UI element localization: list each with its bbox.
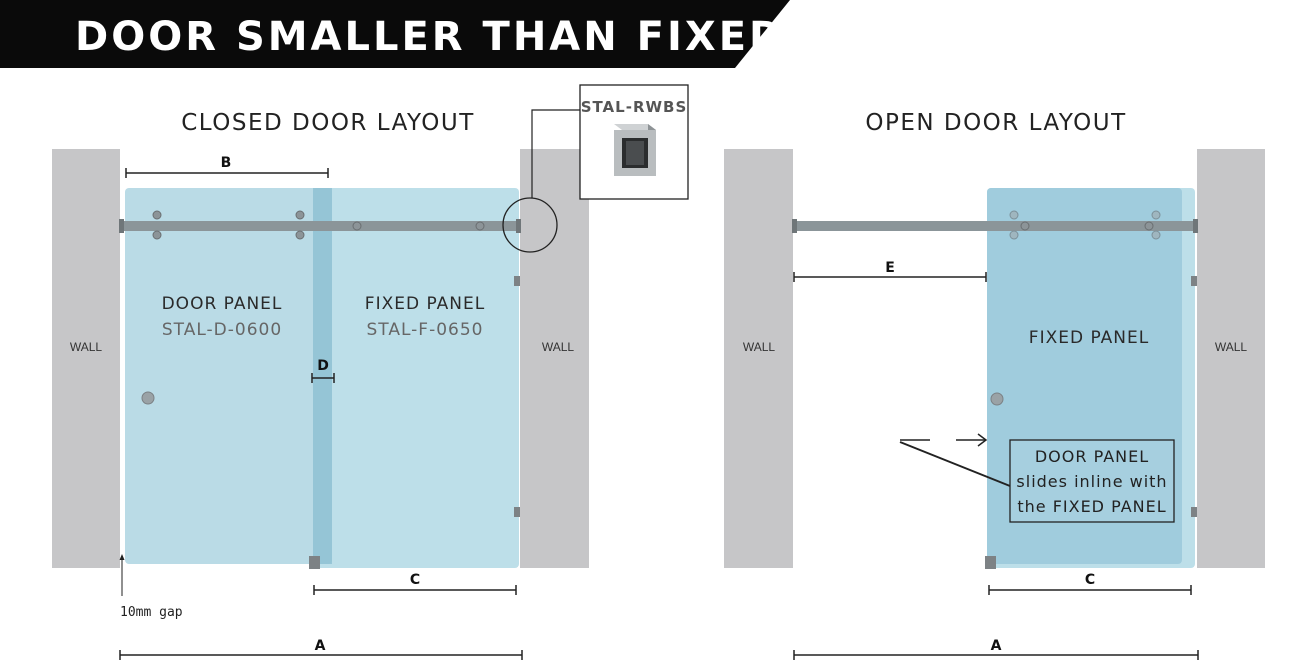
closed-fixed-code: STAL-F-0650 — [367, 320, 484, 340]
closed-wall-left — [52, 149, 120, 568]
door-roller — [1151, 230, 1161, 240]
dim-b-label: B — [221, 155, 232, 171]
wall-bracket — [1191, 276, 1197, 286]
gap-arrowhead — [119, 554, 125, 560]
door-roller — [295, 210, 305, 220]
note-box — [1009, 439, 1175, 523]
open-rail-end-right — [1193, 219, 1198, 233]
door-roller — [152, 230, 162, 240]
open-fixed-label: FIXED PANEL — [1029, 328, 1149, 348]
wall-bracket — [514, 276, 520, 286]
motion-arrowhead — [977, 433, 988, 447]
closed-fixed-panel — [313, 188, 519, 568]
gap-note: 10mm gap — [120, 605, 183, 620]
wall-bracket-product-image — [614, 124, 656, 176]
closed-door-panel — [125, 188, 332, 564]
callout-leader — [531, 109, 580, 198]
closed-rail-end-right — [516, 219, 521, 233]
wall-bracket — [514, 507, 520, 517]
open-dim-c-label: C — [1085, 572, 1095, 588]
note-line-2: slides inline with — [1016, 472, 1167, 491]
wall-bracket — [1191, 507, 1197, 517]
note-line-1: DOOR PANEL — [1035, 447, 1149, 466]
closed-dim-c-label: C — [410, 572, 420, 588]
open-rail-end-left — [792, 219, 797, 233]
closed-door-code: STAL-D-0600 — [162, 320, 282, 340]
fixed-panel-fixing — [1020, 221, 1030, 231]
dim-e-label: E — [885, 260, 895, 276]
floor-guide — [985, 556, 996, 569]
open-rail — [793, 221, 1197, 231]
closed-wall-left-label: WALL — [70, 340, 103, 354]
closed-fixed-label: FIXED PANEL — [365, 294, 485, 314]
floor-guide — [309, 556, 320, 569]
closed-wall-right — [520, 149, 589, 568]
closed-panel-overlap — [313, 188, 332, 564]
open-wall-right-label: WALL — [1215, 340, 1248, 354]
open-wall-left — [724, 149, 793, 568]
closed-rail-end-left — [119, 219, 124, 233]
closed-door-label: DOOR PANEL — [162, 294, 283, 314]
open-layout-heading: OPEN DOOR LAYOUT — [865, 110, 1126, 136]
open-wall-left-label: WALL — [743, 340, 776, 354]
dim-d-label: D — [317, 358, 329, 374]
callout-circle — [502, 197, 558, 253]
closed-layout-heading: CLOSED DOOR LAYOUT — [181, 110, 475, 136]
open-dim-a-label: A — [991, 638, 1002, 654]
door-handle — [141, 391, 155, 405]
closed-wall-right-label: WALL — [542, 340, 575, 354]
fixed-panel-fixing — [352, 221, 362, 231]
open-wall-right — [1197, 149, 1265, 568]
door-roller — [1009, 210, 1019, 220]
door-roller — [1009, 230, 1019, 240]
closed-dim-a-label: A — [315, 638, 326, 654]
title-banner — [0, 0, 790, 68]
door-roller — [295, 230, 305, 240]
door-roller — [152, 210, 162, 220]
door-roller — [1151, 210, 1161, 220]
page-title: DOOR SMALLER THAN FIXED PANEL — [75, 14, 960, 60]
note-line-3: the FIXED PANEL — [1017, 497, 1166, 516]
fixed-panel-fixing — [1144, 221, 1154, 231]
callout-code: STAL-RWBS — [581, 98, 688, 116]
fixed-panel-fixing — [475, 221, 485, 231]
closed-rail — [120, 221, 520, 231]
door-handle — [990, 392, 1004, 406]
note-leader — [899, 441, 1011, 487]
